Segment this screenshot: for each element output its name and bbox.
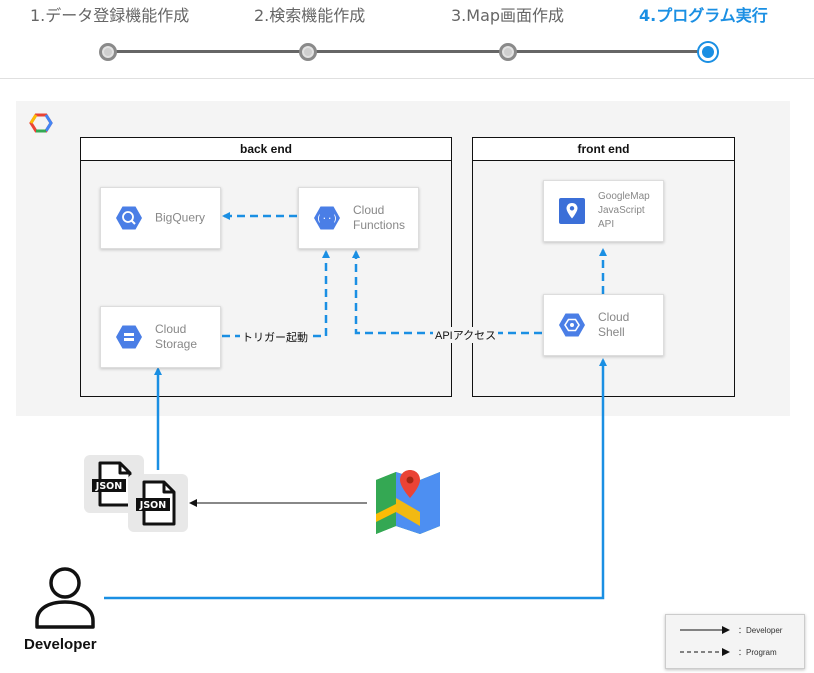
stepper-track (108, 50, 708, 53)
json-file-icon-front: JSON (128, 474, 188, 532)
svg-text:(··): (··) (316, 215, 338, 225)
google-maps-api-label-line3: API (598, 219, 615, 230)
step-1-dot[interactable] (99, 43, 117, 61)
bigquery-node[interactable]: BigQuery (100, 187, 221, 249)
google-maps-api-label-line2: JavaScript (598, 205, 645, 216)
api-access-label: APIアクセス (433, 327, 499, 343)
trigger-label: トリガー起動 (240, 329, 310, 345)
google-maps-api-node[interactable]: GoogleMap JavaScript API (543, 180, 664, 242)
google-maps-icon (559, 198, 585, 224)
cloud-storage-icon (116, 325, 142, 349)
google-maps-api-label: GoogleMap JavaScript API (598, 190, 650, 232)
step-4-label[interactable]: 4.プログラム実行 (639, 6, 768, 25)
cloud-shell-label-line2: Shell (598, 325, 625, 339)
bigquery-icon (116, 206, 142, 230)
cloud-storage-label-line1: Cloud (155, 322, 187, 336)
developer-to-shell-connector (104, 358, 607, 600)
step-3-label[interactable]: 3.Map画面作成 (451, 6, 565, 25)
legend-developer-label: ：Developer (738, 626, 783, 635)
cloud-storage-label: Cloud Storage (155, 322, 197, 352)
legend-lines (680, 626, 730, 656)
google-cloud-logo-icon (29, 113, 53, 133)
cloud-storage-node[interactable]: Cloud Storage (100, 306, 221, 368)
step-2-dot[interactable] (299, 43, 317, 61)
cloud-shell-label-line1: Cloud (598, 310, 630, 324)
step-3-dot[interactable] (499, 43, 517, 61)
developer-label: Developer (24, 636, 97, 653)
cloud-functions-icon: (··) (314, 206, 340, 230)
frontend-group-title: front end (473, 138, 734, 161)
legend: ：Developer ：Program (665, 614, 805, 669)
header-divider (0, 78, 814, 79)
cloud-storage-label-line2: Storage (155, 337, 198, 351)
json-badge-2: JSON (139, 500, 166, 511)
legend-program-label: ：Program (738, 648, 777, 657)
cloud-functions-label: Cloud Functions (353, 203, 405, 233)
cloud-functions-label-line1: Cloud (353, 203, 385, 217)
backend-group: back end (80, 137, 452, 397)
backend-group-title: back end (81, 138, 451, 161)
shell-api-access-connector (352, 250, 542, 335)
step-1-label[interactable]: 1.データ登録機能作成 (30, 6, 190, 25)
cloud-functions-label-line2: Functions (353, 218, 406, 232)
cloud-shell-label: Cloud Shell (598, 310, 629, 340)
step-2-label[interactable]: 2.検索機能作成 (254, 6, 366, 25)
cloud-shell-node[interactable]: Cloud Shell (543, 294, 664, 356)
cloud-functions-node[interactable]: (··) Cloud Functions (298, 187, 419, 249)
step-4-dot[interactable] (699, 43, 717, 61)
cloud-shell-icon (559, 313, 585, 337)
json-badge-1: JSON (95, 481, 122, 492)
google-maps-app-icon (376, 470, 440, 534)
developer-user-icon (35, 567, 95, 629)
google-maps-api-label-line1: GoogleMap (598, 191, 650, 202)
storage-trigger-connector (222, 250, 330, 338)
bigquery-label: BigQuery (155, 210, 206, 225)
